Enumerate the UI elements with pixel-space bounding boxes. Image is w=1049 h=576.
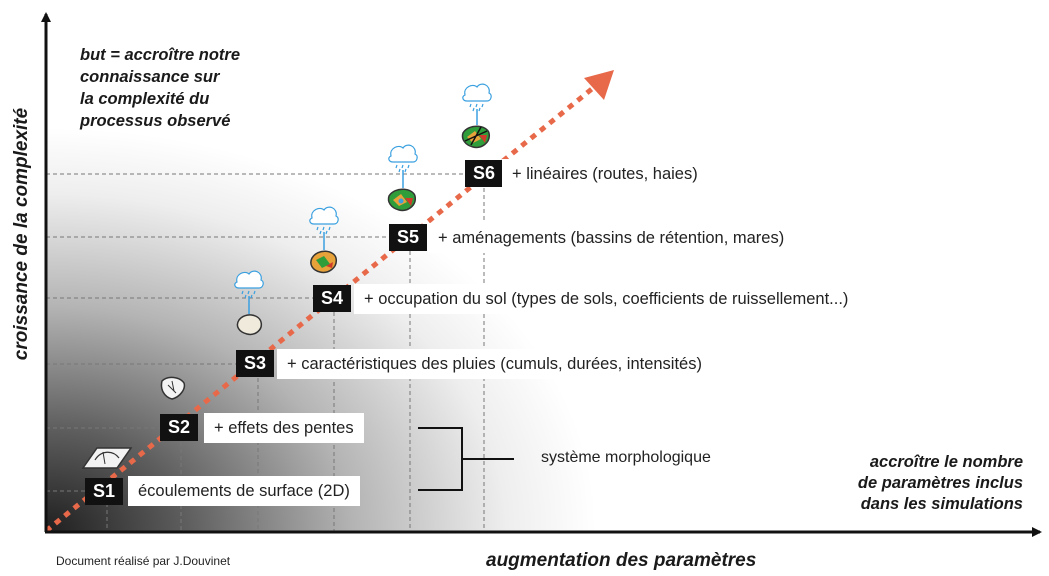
x-axis-title: augmentation des paramètres xyxy=(486,550,757,571)
y-axis-title: croissance de la complexité xyxy=(11,107,32,361)
step-label-s5: + aménagements (bassins de rétention, ma… xyxy=(428,223,795,253)
step-tag-s3: S3 xyxy=(236,350,274,377)
step-tag-s6: S6 xyxy=(465,160,503,187)
rain-cloud-over-catchment-icon xyxy=(234,270,264,336)
step-tag-s4: S4 xyxy=(313,285,351,312)
flat-terrain-sheet-icon xyxy=(81,447,133,469)
rain-cloud-over-landuse-icon xyxy=(309,206,339,274)
step-tag-s1: S1 xyxy=(85,478,123,505)
rain-cloud-over-landuse-icon xyxy=(387,144,418,212)
rain-cloud-over-landuse-roads-icon xyxy=(461,83,492,149)
trend-arrow xyxy=(44,70,614,533)
goal-line: but = accroître notre xyxy=(80,46,240,64)
goal-text: but = accroître notre connaissance sur l… xyxy=(80,44,330,132)
step-label-s3: + caractéristiques des pluies (cumuls, d… xyxy=(277,349,712,379)
credit: Document réalisé par J.Douvinet xyxy=(56,554,231,568)
x-axis-note-line: accroître le nombre xyxy=(869,453,1023,471)
x-axis-note: accroître le nombre de paramètres inclus… xyxy=(763,452,1023,515)
step-label-s1: écoulements de surface (2D) xyxy=(128,476,360,506)
step-label-s6: + linéaires (routes, haies) xyxy=(502,159,708,189)
goal-line: la complexité du xyxy=(80,90,210,108)
x-axis-note-line: de paramètres inclus xyxy=(857,474,1023,492)
step-tag-s5: S5 xyxy=(389,224,427,251)
trend-arrow-head xyxy=(584,70,614,100)
step-tag-s2: S2 xyxy=(160,414,198,441)
background-gradient xyxy=(46,0,1046,532)
goal-line: processus observé xyxy=(80,112,231,130)
x-axis-note-line: dans les simulations xyxy=(860,495,1023,513)
step-label-s2: + effets des pentes xyxy=(204,413,364,443)
slope-outline-icon xyxy=(160,376,186,400)
bracket xyxy=(418,427,514,491)
bracket-label: système morphologique xyxy=(541,449,711,466)
goal-line: connaissance sur xyxy=(80,68,220,86)
step-label-s4: + occupation du sol (types de sols, coef… xyxy=(354,284,859,314)
